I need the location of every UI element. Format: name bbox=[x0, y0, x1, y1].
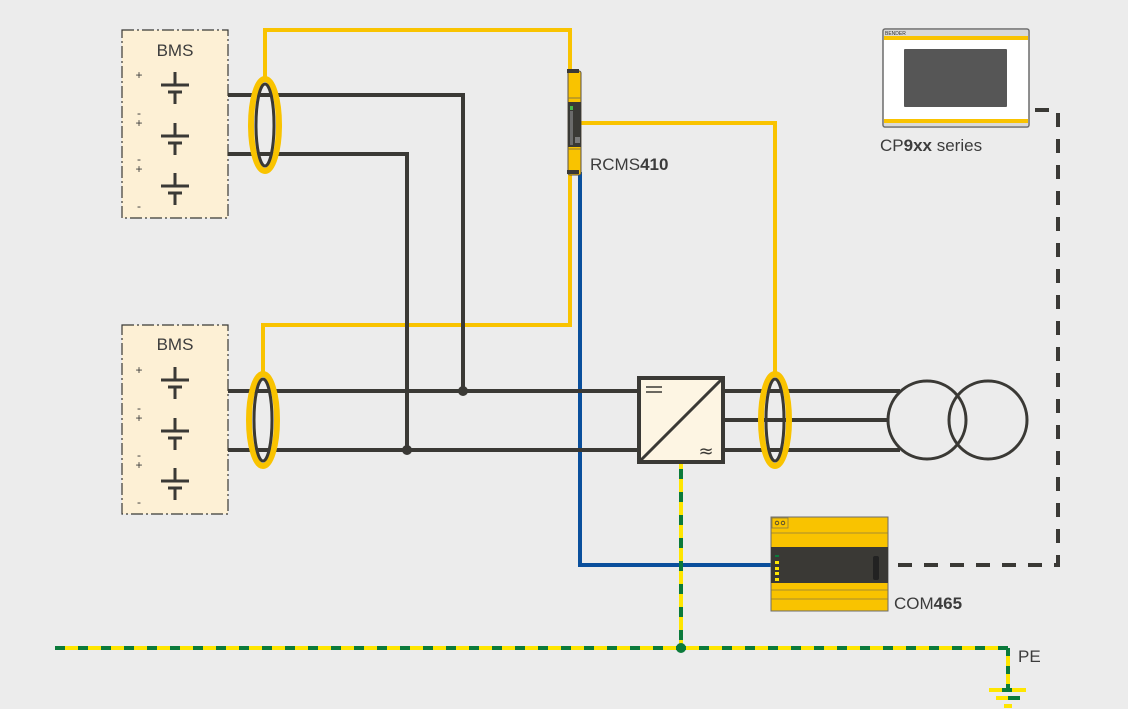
minus-sign: - bbox=[137, 152, 141, 166]
status-led bbox=[775, 561, 779, 564]
bms-label: BMS bbox=[157, 41, 194, 60]
battery-cell-icon bbox=[161, 367, 189, 399]
com465-label: COM465 bbox=[894, 594, 962, 613]
bms1-negative-wire bbox=[228, 152, 409, 450]
minus-sign: - bbox=[137, 106, 141, 120]
rcms410-device[interactable] bbox=[567, 69, 582, 176]
rcms410-label: RCMS410 bbox=[590, 155, 668, 174]
bms-unit-1: BMS + - + - + - bbox=[121, 29, 229, 219]
pe-conductor bbox=[55, 464, 1010, 690]
ground-icon bbox=[989, 688, 1026, 708]
plus-sign: + bbox=[135, 363, 142, 377]
status-led bbox=[775, 578, 779, 581]
junction-dot bbox=[676, 643, 686, 653]
measuring-lines bbox=[261, 28, 777, 375]
transformer-icon bbox=[886, 379, 1029, 461]
current-transformer-3 bbox=[758, 371, 792, 469]
communication-link bbox=[895, 108, 1060, 567]
ac-symbol-icon: ≈ bbox=[698, 441, 713, 462]
bms-label: BMS bbox=[157, 335, 194, 354]
cp9xx-label: CP9xx series bbox=[880, 136, 982, 155]
battery-cell-icon bbox=[161, 468, 189, 500]
minus-sign: - bbox=[137, 448, 141, 462]
junction-dot bbox=[458, 386, 468, 396]
cp9xx-panel[interactable]: BENDER bbox=[882, 28, 1030, 128]
bms1-positive-wire bbox=[228, 93, 465, 390]
brand-text: BENDER bbox=[885, 31, 906, 37]
inverter: ≈ bbox=[637, 376, 725, 464]
battery-cell-icon bbox=[161, 72, 189, 104]
minus-sign: - bbox=[137, 199, 141, 213]
status-led bbox=[775, 567, 779, 570]
ct2-measuring-line bbox=[261, 175, 572, 375]
dc-symbol-icon bbox=[646, 386, 662, 393]
minus-sign: - bbox=[137, 401, 141, 415]
com465-device[interactable] bbox=[770, 516, 889, 612]
battery-cell-icon bbox=[161, 418, 189, 450]
bus-line bbox=[578, 172, 775, 567]
battery-cell-icon bbox=[161, 123, 189, 155]
panel-screen bbox=[904, 49, 1007, 107]
ac-wires bbox=[724, 389, 900, 452]
status-led bbox=[775, 555, 779, 557]
status-led bbox=[570, 106, 573, 110]
ct3-measuring-line bbox=[581, 121, 777, 375]
plus-sign: + bbox=[135, 162, 142, 176]
junction-dot bbox=[402, 445, 412, 455]
dc-wires bbox=[228, 93, 638, 452]
minus-sign: - bbox=[137, 495, 141, 509]
plus-sign: + bbox=[135, 68, 142, 82]
bms-unit-2: BMS + - + - + - bbox=[121, 324, 229, 515]
ct1-measuring-line bbox=[263, 28, 572, 78]
plus-sign: + bbox=[135, 458, 142, 472]
current-transformer-1 bbox=[248, 76, 282, 174]
sub-d-port-icon bbox=[873, 556, 879, 580]
battery-cell-icon bbox=[161, 173, 189, 205]
pe-label: PE bbox=[1018, 647, 1041, 666]
plus-sign: + bbox=[135, 411, 142, 425]
status-led bbox=[775, 572, 779, 575]
plus-sign: + bbox=[135, 116, 142, 130]
current-transformer-2 bbox=[246, 371, 280, 469]
